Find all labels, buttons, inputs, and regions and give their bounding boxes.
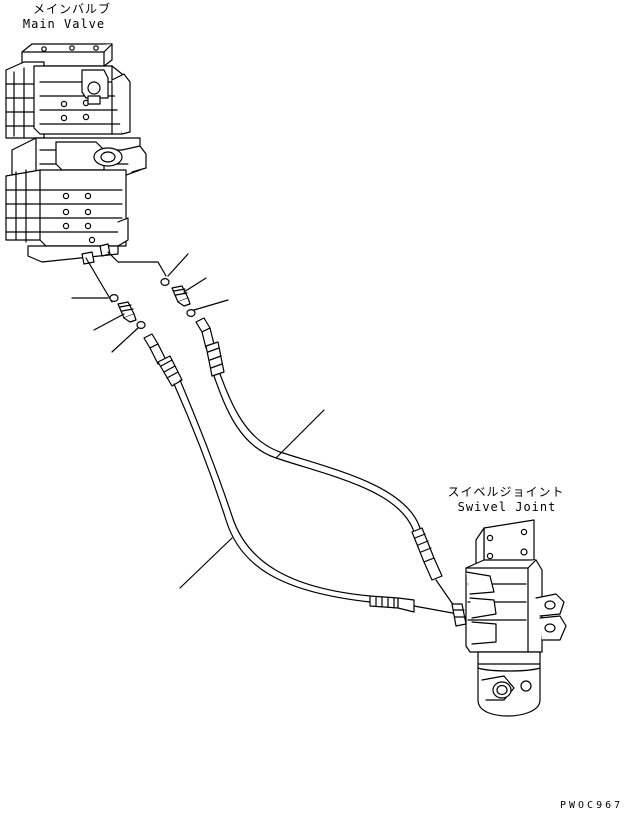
main-valve-label-jp: メインバルブ [32,2,111,16]
hose-right [196,318,454,606]
swivel-joint-label-en: Swivel Joint [457,500,557,514]
swivel-joint-label-jp: スイベルジョイント [447,485,565,499]
fittings [110,279,195,329]
fitting-leader-lines [72,254,228,352]
main-valve-drawing [6,44,146,264]
hose-left [144,334,458,614]
swivel-joint-drawing [452,520,566,716]
drawing-code: PWOC967 [560,800,624,811]
hose-leader-lines [180,410,324,588]
valve-leader-lines [86,252,166,302]
main-valve-label-en: Main Valve [22,17,106,31]
